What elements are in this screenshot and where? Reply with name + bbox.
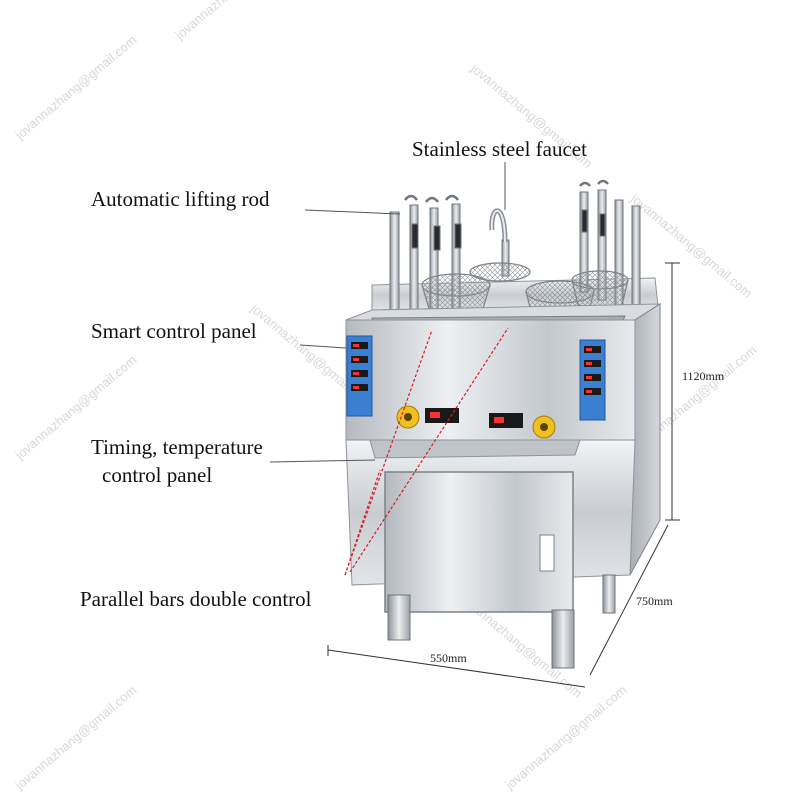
noodle-baskets: [421, 262, 629, 327]
callout-parallel-bars: Parallel bars double control: [80, 587, 312, 611]
machine-legs: [387, 574, 616, 669]
dimension-width: 550mm: [430, 651, 467, 665]
door-handle: [539, 534, 555, 572]
callout-smart-panel: Smart control panel: [91, 319, 257, 343]
dimension-depth: 750mm: [636, 594, 673, 608]
watermark-text: jovannazhang@gmail.com: [502, 682, 630, 793]
parallel-bars-leaders: [344, 327, 509, 576]
callout-lifting-rod: Automatic lifting rod: [91, 187, 270, 211]
timing-temperature-controls: [396, 405, 556, 439]
watermark-text: jovannazhang@gmail.com: [172, 0, 300, 43]
dimension-height: 1120mm: [682, 369, 725, 383]
callout-leaders: [269, 162, 506, 463]
lifting-rods-left: [389, 194, 462, 316]
dimension-lines: [327, 262, 680, 688]
callout-timing-line2: control panel: [102, 463, 212, 487]
smart-control-panel-left: [346, 335, 373, 417]
noodle-cooker-machine: [345, 179, 662, 669]
watermark-text: jovannazhang@gmail.com: [12, 682, 140, 793]
callout-timing-line1: Timing, temperature: [91, 435, 263, 459]
faucet: [489, 208, 510, 277]
callout-faucet: Stainless steel faucet: [412, 137, 587, 161]
smart-control-panel-right: [579, 339, 606, 421]
watermark-text: jovannazhang@gmail.com: [12, 32, 140, 143]
